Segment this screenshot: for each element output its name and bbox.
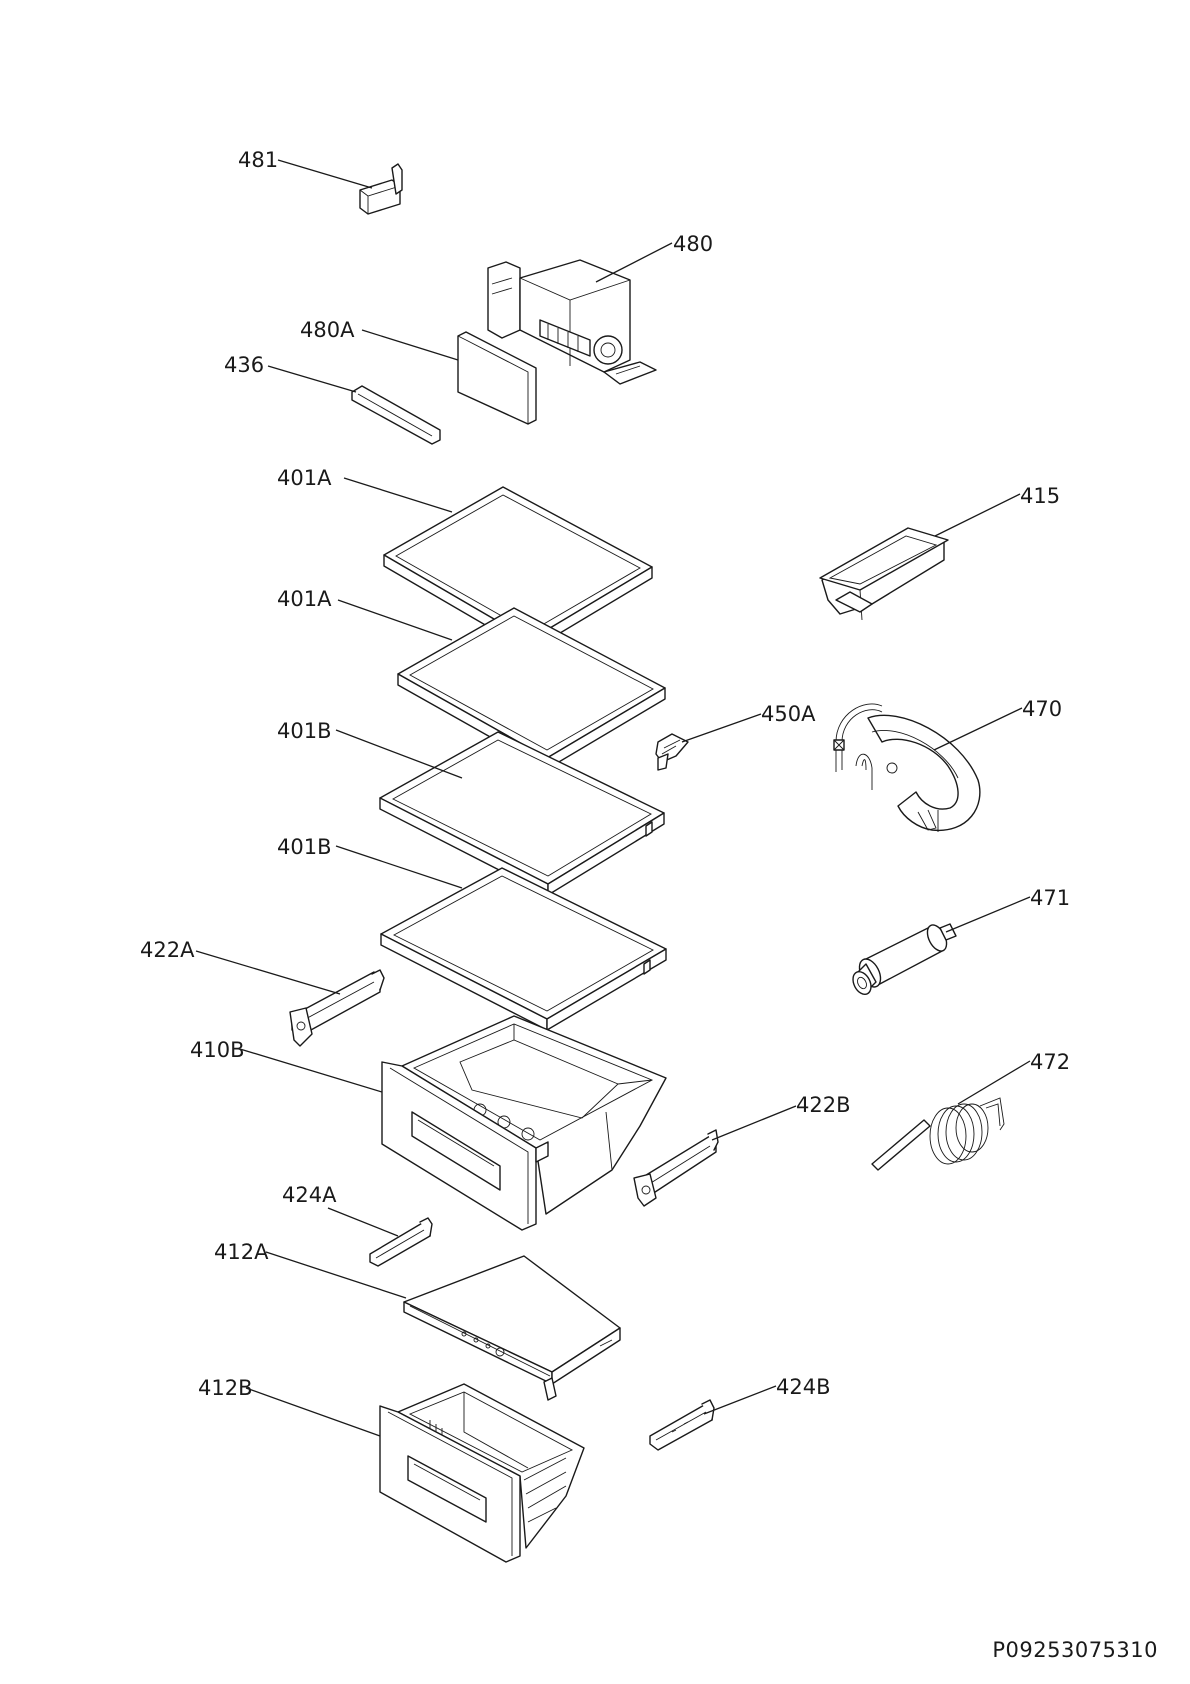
leader-401B-2 [335,845,463,889]
part-471-filter [852,923,957,995]
label-450A: 450A [761,702,816,726]
leader-480A [361,329,459,361]
label-470: 470 [1022,697,1062,721]
label-401A-1: 401A [277,466,332,490]
leader-424A [327,1207,399,1237]
part-436-bar [351,385,441,445]
label-424A: 424A [282,1183,337,1207]
label-401A-2: 401A [277,587,332,611]
part-401B-shelf-2 [380,867,667,1031]
label-410B: 410B [190,1038,245,1062]
part-410B-drawer [381,1015,667,1231]
part-401B-shelf-1 [379,731,665,896]
part-412B-drawer [379,1383,585,1563]
part-481-bracket [359,163,403,215]
leader-424B [703,1385,777,1415]
leader-412B [245,1387,381,1437]
part-422A-rail [289,969,385,1047]
part-480A-cover [457,331,537,425]
label-471: 471 [1030,886,1070,910]
label-401B-2: 401B [277,835,332,859]
leader-472 [957,1060,1031,1105]
leader-415 [934,493,1021,537]
label-480A: 480A [300,318,355,342]
label-412A: 412A [214,1240,269,1264]
part-415-door-bin [819,527,949,621]
label-424B: 424B [776,1375,831,1399]
part-412A-cover [403,1255,621,1401]
leader-401B-1 [335,729,463,779]
reference-code: P09253075310 [992,1638,1158,1662]
part-470-hose [833,703,981,832]
leader-481 [277,159,373,189]
part-480-housing [487,259,657,385]
part-472-coil [871,1097,1005,1171]
leader-422B [711,1105,797,1141]
label-415: 415 [1020,484,1060,508]
leader-410B [239,1048,383,1093]
label-472: 472 [1030,1050,1070,1074]
leader-470 [933,707,1023,751]
part-422B-rail [633,1129,719,1207]
label-481: 481 [238,148,278,172]
part-424A-rail [369,1217,433,1267]
leader-422A [195,950,341,995]
label-401B-1: 401B [277,719,332,743]
label-422A: 422A [140,938,195,962]
leader-412A [265,1251,407,1299]
leader-436 [267,365,357,393]
leader-401A-1 [343,477,453,513]
label-422B: 422B [796,1093,851,1117]
leader-401A-2 [337,599,453,641]
part-401A-shelf-2 [397,607,666,770]
leader-471 [945,896,1031,933]
label-436: 436 [224,353,264,377]
part-424B-rail [649,1399,715,1451]
label-412B: 412B [198,1376,253,1400]
part-450A-clip [655,733,689,771]
label-480: 480 [673,232,713,256]
leader-480 [595,242,673,283]
leader-450A [681,713,762,743]
